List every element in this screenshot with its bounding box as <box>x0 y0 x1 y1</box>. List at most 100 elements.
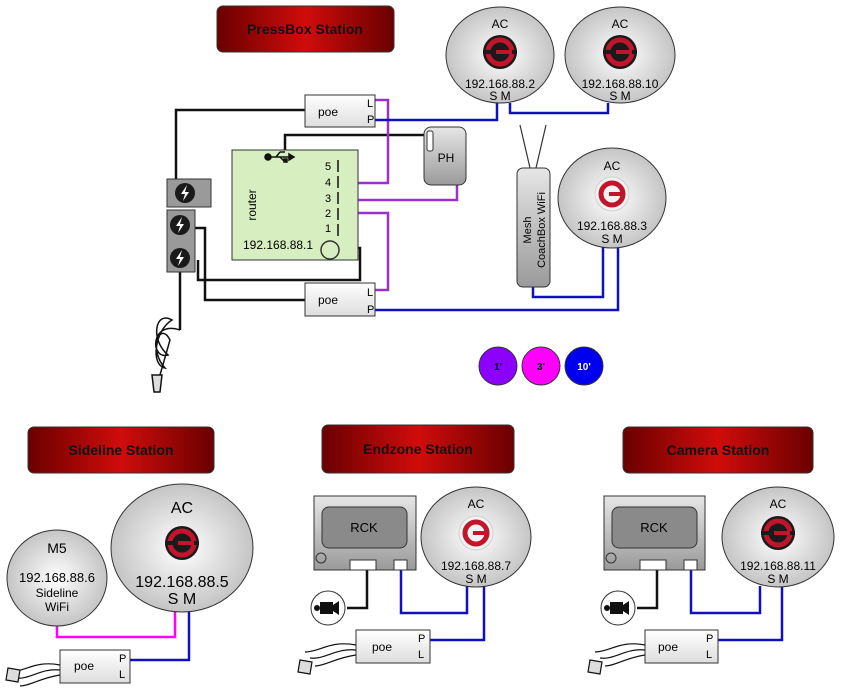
access-point-ac-4: AC 192.168.88.5 S M <box>110 483 254 613</box>
poe-injector-1: poe L P <box>304 94 376 128</box>
cable-power-2 <box>195 226 305 302</box>
svg-text:192.168.88.11: 192.168.88.11 <box>740 559 816 573</box>
cable-ph-router3 <box>340 185 459 202</box>
banner-pressbox: PressBox Station <box>216 5 395 53</box>
svg-text:poe: poe <box>74 659 94 673</box>
svg-text:S M: S M <box>609 89 630 103</box>
video-camera-icon <box>600 590 636 626</box>
cable-power-1 <box>174 108 305 180</box>
svg-text:router: router <box>245 189 259 220</box>
svg-text:S M: S M <box>489 89 510 103</box>
cable-poe-ac5 <box>430 586 486 642</box>
svg-text:10': 10' <box>577 362 591 373</box>
access-point-ac-2: AC 192.168.88.10 S M <box>564 6 676 104</box>
svg-text:RCK: RCK <box>640 520 668 535</box>
access-point-ac-6: AC 192.168.88.11 S M <box>721 486 835 588</box>
svg-text:L: L <box>706 649 712 661</box>
cable-m5-ac4 <box>55 611 177 639</box>
banner-camera: Camera Station <box>622 426 814 474</box>
cable-rck-camera-6 <box>637 570 659 610</box>
svg-text:poe: poe <box>318 293 338 307</box>
svg-text:P: P <box>119 653 126 665</box>
svg-text:poe: poe <box>318 105 338 119</box>
svg-text:S M: S M <box>767 572 788 586</box>
cable-poe1-router4 <box>340 98 390 185</box>
cable-poe-ac4 <box>130 611 191 662</box>
access-point-ac-3: AC 192.168.88.3 S M <box>557 147 667 249</box>
logo-icon <box>603 35 637 69</box>
svg-text:poe: poe <box>372 640 392 654</box>
access-point-ac-5: AC 192.168.88.7 S M <box>420 486 532 588</box>
power-icon <box>170 215 190 235</box>
svg-text:192.168.88.7: 192.168.88.7 <box>441 559 511 573</box>
router: router 5 4 3 2 1 192.168.88.1 <box>231 149 359 261</box>
svg-text:2: 2 <box>325 208 331 220</box>
cable-rck-camera-5 <box>347 570 369 610</box>
rck-camera: RCK <box>603 495 706 571</box>
banner-endzone: Endzone Station <box>321 424 515 474</box>
video-camera-icon <box>310 590 346 626</box>
svg-text:AC: AC <box>468 497 485 511</box>
svg-text:Sideline: Sideline <box>36 586 79 600</box>
svg-text:S M: S M <box>465 572 486 586</box>
svg-text:AC: AC <box>171 500 193 517</box>
svg-text:AC: AC <box>612 17 629 31</box>
cable-poe-ac6 <box>716 586 784 642</box>
power-icon <box>170 248 190 268</box>
rck-endzone: RCK <box>313 495 417 571</box>
banner-sideline: Sideline Station <box>27 426 215 474</box>
svg-text:S M: S M <box>601 232 622 246</box>
svg-text:Endzone Station: Endzone Station <box>363 441 473 457</box>
usb-icon <box>264 151 296 163</box>
svg-text:192.168.88.10: 192.168.88.10 <box>582 77 659 91</box>
svg-text:AC: AC <box>492 17 509 31</box>
svg-text:P: P <box>418 633 425 645</box>
svg-text:L: L <box>418 649 424 661</box>
poe-injector-endzone: poe P L <box>355 629 431 664</box>
svg-text:WiFi: WiFi <box>45 600 69 614</box>
svg-text:192.168.88.3: 192.168.88.3 <box>577 219 647 233</box>
svg-text:poe: poe <box>658 640 678 654</box>
svg-text:3: 3 <box>325 193 331 205</box>
cable-poe2-ac3 <box>374 246 620 312</box>
logo-icon <box>459 516 493 550</box>
access-point-ac-1: AC 192.168.88.2 S M <box>445 6 555 104</box>
svg-text:Camera Station: Camera Station <box>667 442 770 458</box>
logo-icon <box>483 35 517 69</box>
cable-ac1-ac2 <box>508 103 610 115</box>
power-strip <box>166 178 212 273</box>
mesh-coachbox-wifi: Mesh CoachBox WiFi <box>516 124 551 288</box>
svg-text:P: P <box>367 304 374 316</box>
serial-port-icon <box>639 559 667 571</box>
poe-injector-2: poe L P <box>304 282 376 317</box>
serial-port-icon <box>349 559 377 571</box>
svg-text:L: L <box>119 669 125 681</box>
cables <box>55 98 784 662</box>
svg-text:M5: M5 <box>47 540 67 556</box>
power-icon <box>175 183 195 203</box>
svg-text:CoachBox WiFi: CoachBox WiFi <box>536 192 548 268</box>
m5-sideline-wifi: M5 192.168.88.6 Sideline WiFi <box>6 529 108 627</box>
cable-mesh-ac3 <box>531 246 605 299</box>
svg-text:4: 4 <box>325 177 331 189</box>
cable-rck-ac6 <box>689 570 762 615</box>
svg-text:192.168.88.5: 192.168.88.5 <box>135 574 229 591</box>
svg-text:5: 5 <box>325 161 331 173</box>
ethernet-port-icon <box>683 559 698 571</box>
svg-text:P: P <box>706 633 713 645</box>
ph-device: PH <box>423 126 467 186</box>
svg-text:AC: AC <box>604 159 621 173</box>
svg-text:S M: S M <box>168 591 196 608</box>
svg-text:PressBox Station: PressBox Station <box>247 21 363 37</box>
power-port-icon <box>315 552 327 564</box>
svg-text:192.168.88.6: 192.168.88.6 <box>19 570 95 585</box>
svg-text:Sideline Station: Sideline Station <box>68 442 173 458</box>
poe-injector-camera: poe P L <box>644 629 719 664</box>
svg-text:192.168.88.2: 192.168.88.2 <box>465 77 535 91</box>
power-port-icon <box>320 240 340 260</box>
cable-length-legend: 1' 3' 10' <box>478 346 604 386</box>
power-port-icon <box>605 552 617 564</box>
ethernet-port-icon <box>393 559 408 571</box>
poe-injector-sideline: poe P L <box>59 649 131 684</box>
cable-rck-ac5 <box>399 570 469 615</box>
